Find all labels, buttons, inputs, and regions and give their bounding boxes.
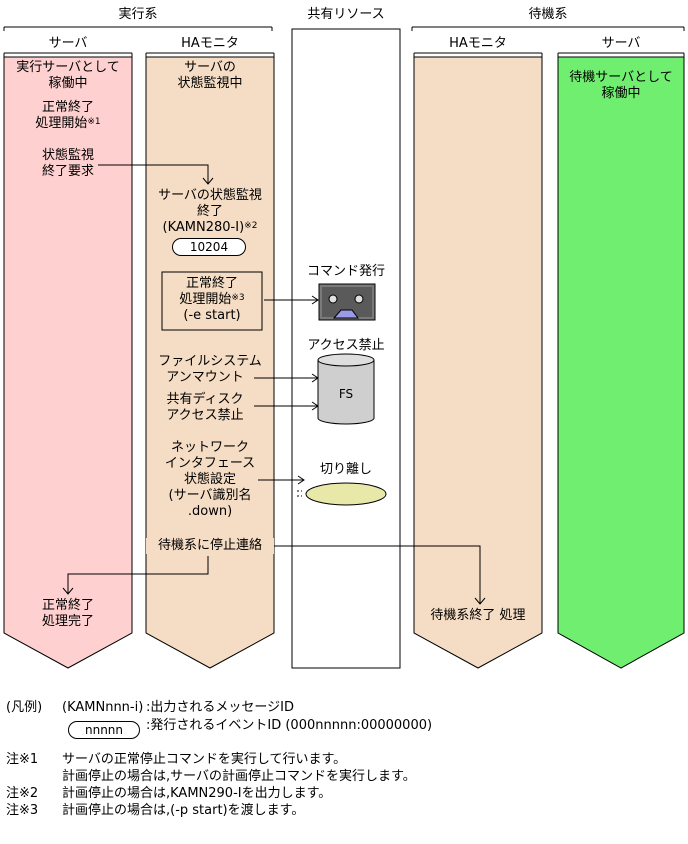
note-1-mark: 注※1 xyxy=(6,752,39,767)
normal-end-box xyxy=(161,271,263,331)
column-standby-monitor: HAモニタ xyxy=(449,36,507,51)
monitor-end-line1: サーバの状態監視 xyxy=(158,188,262,203)
command-label: コマンド発行 xyxy=(306,264,385,279)
active-server-normal-end-line2: 処理開始※1 xyxy=(35,116,101,131)
note-3-mark: 注※3 xyxy=(6,803,39,818)
note-3-line1: 計画停止の場合は,(-p start)を渡します。 xyxy=(62,803,305,818)
standby-server-status-line1: 待機サーバとして xyxy=(569,70,673,85)
standby-server-lane xyxy=(557,56,685,669)
active-monitor-status-line1: サーバの xyxy=(184,60,236,75)
active-server-status-line2: 稼働中 xyxy=(48,76,88,91)
legend-event-desc: :発行されるイベントID (000nnnnn:00000000) xyxy=(146,718,433,733)
legend-message-desc: :出力されるメッセージID xyxy=(146,700,294,715)
column-active-monitor: HAモニタ xyxy=(181,36,239,51)
column-active-server: サーバ xyxy=(48,36,88,51)
detach-label: 切り離し xyxy=(319,462,372,477)
arrow-notify-standby xyxy=(262,545,481,604)
monitor-end-line2: 終了 xyxy=(196,204,223,219)
active-server-lane xyxy=(3,56,133,669)
console-icon xyxy=(318,283,376,321)
normal-end-box-line1: 正常終了 xyxy=(185,276,238,291)
active-server-status-line1: 実行サーバとして xyxy=(16,60,120,75)
legend-message-key: (KAMNnnn-i) xyxy=(62,700,144,715)
arrow-monitor-stop-request xyxy=(98,164,209,184)
active-monitor-lane xyxy=(145,56,275,669)
note-1-line2: 計画停止の場合は,サーバの計画停止コマンドを実行します。 xyxy=(62,769,416,784)
standby-monitor-lane xyxy=(413,56,543,669)
event-id-badge: 10204 xyxy=(172,238,246,256)
active-server-complete-line2: 処理完了 xyxy=(41,614,94,629)
standby-end-label: 待機系終了 処理 xyxy=(430,608,526,623)
notify-standby: 待機系に停止連絡 xyxy=(146,538,274,554)
nic-setting-line4: (サーバ識別名 xyxy=(168,488,252,503)
disk-access-line2: アクセス禁止 xyxy=(166,408,244,423)
nic-setting-line1: ネットワーク xyxy=(170,440,249,455)
group-shared: 共有リソース xyxy=(307,7,385,22)
shared-resource-lane xyxy=(291,28,401,669)
note-1-line1: サーバの正常停止コマンドを実行して行います。 xyxy=(62,752,347,767)
active-server-normal-end-line1: 正常終了 xyxy=(41,100,94,115)
legend-event-key: nnnnn xyxy=(68,721,140,739)
active-server-complete-line1: 正常終了 xyxy=(41,598,94,613)
normal-end-box-line3: (-e start) xyxy=(183,308,241,323)
active-monitor-status-line2: 状態監視中 xyxy=(177,76,243,91)
note-2-mark: 注※2 xyxy=(6,786,39,801)
active-server-monitor-stop-line2: 終了要求 xyxy=(41,164,94,179)
nic-setting-line5: .down) xyxy=(187,504,233,519)
legend-label: (凡例) xyxy=(6,700,43,715)
header-brackets xyxy=(3,26,685,57)
column-standby-server: サーバ xyxy=(601,36,641,51)
active-server-monitor-stop-line1: 状態監視 xyxy=(41,148,94,163)
standby-server-status-line2: 稼働中 xyxy=(601,86,641,101)
group-standby: 待機系 xyxy=(528,7,568,22)
monitor-end-message: (KAMN280-I)※2 xyxy=(162,220,258,235)
disk-icon xyxy=(317,353,375,425)
note-2-line1: 計画停止の場合は,KAMN290-Iを出力します。 xyxy=(62,786,332,801)
fs-label: FS xyxy=(338,387,354,401)
unmount-line2: アンマウント xyxy=(166,370,244,385)
nic-setting-line2: インタフェース xyxy=(164,456,256,471)
arrow-complete xyxy=(67,556,209,594)
nic-icon xyxy=(297,482,387,506)
nic-setting-line3: 状態設定 xyxy=(183,472,236,487)
group-active: 実行系 xyxy=(118,7,158,22)
unmount-line1: ファイルシステム xyxy=(158,354,262,369)
disk-access-line1: 共有ディスク xyxy=(166,392,244,407)
normal-end-box-line2: 処理開始※3 xyxy=(179,292,245,307)
access-ban-label: アクセス禁止 xyxy=(307,338,385,353)
